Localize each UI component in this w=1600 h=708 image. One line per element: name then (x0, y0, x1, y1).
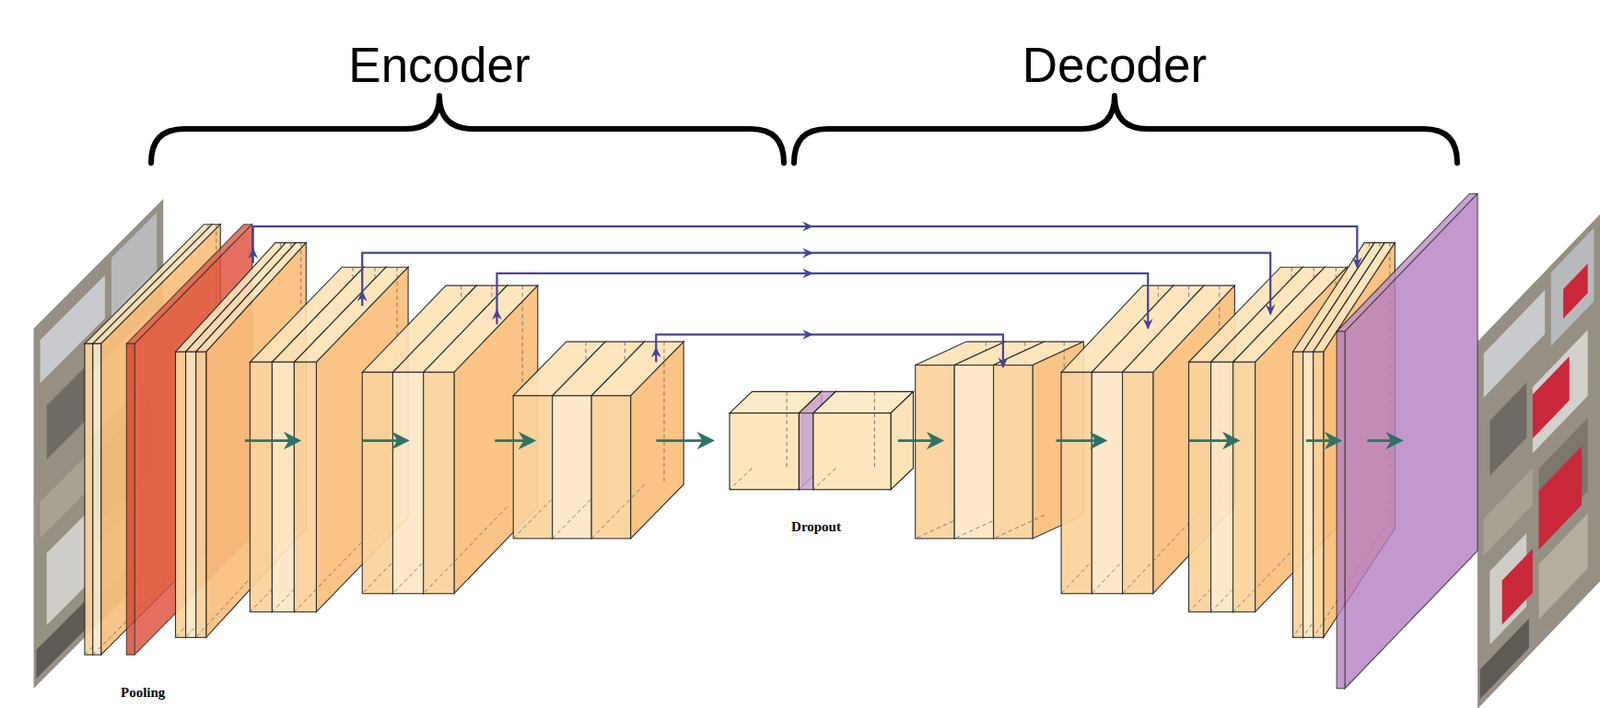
skip-connection (253, 226, 1358, 268)
arrowhead (802, 268, 814, 279)
skip-connection (496, 273, 1148, 329)
flow-arrow (1366, 439, 1400, 443)
layer-label: Dropout (791, 519, 841, 536)
layer-label: Pooling (120, 685, 165, 701)
arrowhead (802, 329, 814, 340)
skip-connection (362, 253, 1271, 315)
flow-arrow (1306, 439, 1339, 443)
arrowhead (651, 347, 662, 359)
arrowhead (1265, 304, 1276, 316)
flow-arrow (245, 439, 299, 443)
arrowhead (491, 309, 503, 321)
layer-block (1336, 193, 1478, 689)
arrowhead (247, 247, 258, 259)
flow-arrow (655, 439, 712, 443)
flow-arrow (362, 439, 407, 443)
arrowhead (1143, 318, 1154, 330)
flow-arrow (494, 439, 533, 443)
arrowhead (357, 291, 368, 303)
arrowhead (802, 247, 814, 258)
encoder-bracket (151, 95, 784, 164)
section-title: Decoder (1022, 38, 1207, 93)
skip-connection (655, 334, 1004, 367)
flow-arrow (898, 439, 942, 443)
decoder-bracket (794, 95, 1458, 164)
layer-block (362, 285, 538, 595)
arrowhead (998, 357, 1009, 369)
flow-arrow (1056, 439, 1105, 443)
layer-block (175, 243, 307, 639)
output-image (1477, 214, 1600, 708)
section-title: Encoder (348, 38, 530, 93)
arrowhead (1352, 257, 1363, 269)
flow-arrow (1189, 439, 1238, 443)
arrowhead (802, 221, 814, 232)
